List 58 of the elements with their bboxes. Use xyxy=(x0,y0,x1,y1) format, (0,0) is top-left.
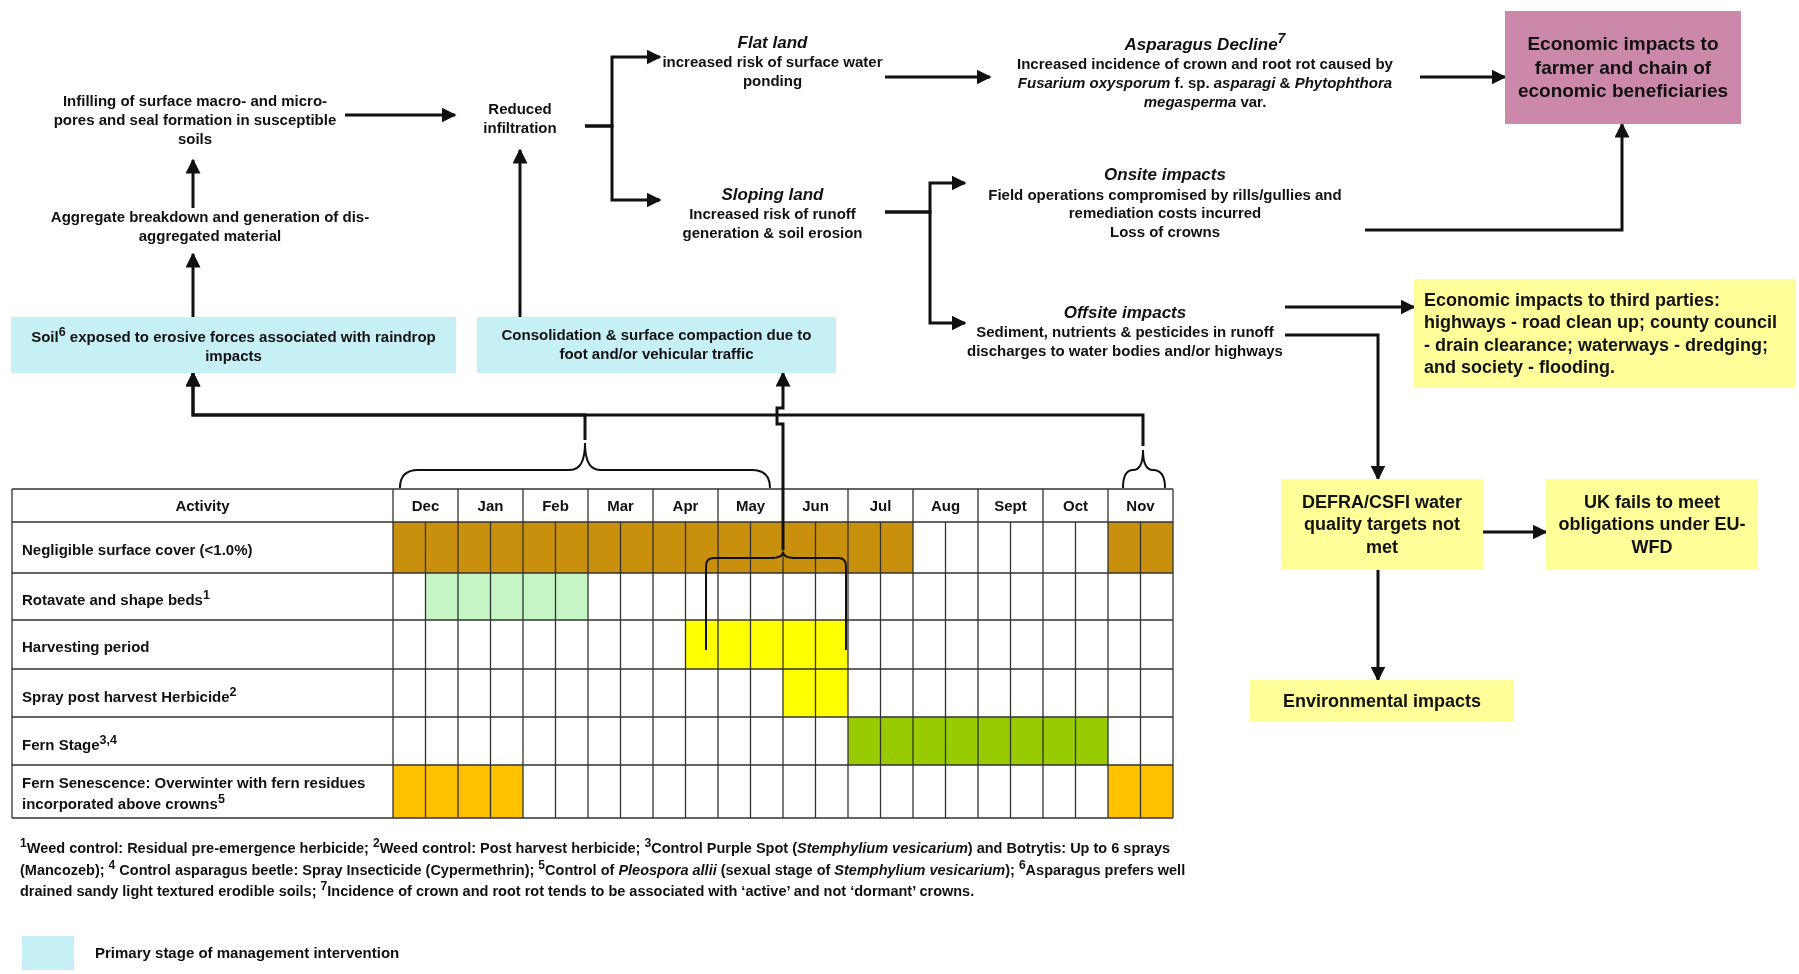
column-header: May xyxy=(735,496,766,515)
flow-text: Infilling of surface macro- and micro-pores and seal formation in susceptible soils xyxy=(45,92,345,149)
column-header: Feb xyxy=(542,496,569,515)
arrow xyxy=(885,69,992,85)
arrow xyxy=(775,371,791,550)
column-header: Aug xyxy=(930,496,961,515)
arrow xyxy=(1420,69,1507,85)
row-label: Negligible surface cover (<1.0%) xyxy=(22,540,253,559)
column-header: Jan xyxy=(477,496,504,515)
heading: Offsite impacts xyxy=(1063,301,1187,323)
impact-box: Environmental impacts xyxy=(1250,680,1514,722)
column-header: Activity xyxy=(175,496,230,515)
heading: Asparagus Decline$^{7}$ xyxy=(1124,30,1286,56)
impact-box: UK fails to meet obligations under EU-WFD xyxy=(1546,479,1758,570)
arrow xyxy=(1285,299,1416,315)
column-header: Sept xyxy=(994,496,1027,515)
footnote-text: $^{1}$Weed control: Residual pre-emergence herbicide; $^{2}$Weed control: Post harvest herbicide; $^{3}$Control Purple Spot (Stemphylium vesicarium) and Botrytis: Up to 6 sprays (Mancozeb); $^{4}$ Control asparagus beetle: Spray Insecticide (Cypermethrin); $^{5}$Control of Pleospora allii (sexual stage of Stemphylium vesicarium); $^{6}$Asparagus prefers well drained sandy light textured erodible soils; $^{7}$Incidence of crown and root rot tends to be associated with ‘active’ and not ‘dormant’ crowns. xyxy=(20,836,1187,901)
curly-bracket xyxy=(397,440,773,490)
intervention-box: Soil$^{6}$ exposed to erosive forces associated with raindrop impacts xyxy=(11,317,456,373)
arrow xyxy=(512,148,528,317)
arrow xyxy=(585,124,662,208)
row-label: Fern Senescence: Overwinter with fern residues incorporated above crowns$^{5}$ xyxy=(22,774,367,813)
heading: Flat land xyxy=(737,31,808,53)
description: Field operations compromised by rills/gullies and remediation costs incurred xyxy=(987,185,1343,223)
impact-box: Economic impacts to farmer and chain of economic beneficiaries xyxy=(1505,11,1741,124)
row-label: Fern Stage$^{3,4}$ xyxy=(22,732,117,754)
intervention-box: Consolidation & surface compaction due to foot and/or vehicular traffic xyxy=(477,317,836,373)
legend-label: Primary stage of management intervention xyxy=(95,944,400,961)
heading: Sloping land xyxy=(721,183,824,205)
row-label: Spray post harvest Herbicide$^{2}$ xyxy=(22,684,237,706)
arrow xyxy=(885,210,967,331)
column-header: Mar xyxy=(607,496,634,515)
row-label: Harvesting period xyxy=(22,637,150,656)
column-header: Dec xyxy=(411,496,440,515)
arrow xyxy=(345,107,457,123)
column-header: Jul xyxy=(869,496,892,515)
row-label: Rotavate and shape beds$^{1}$ xyxy=(22,588,210,609)
description: Loss of crowns xyxy=(1110,223,1220,242)
column-header: Apr xyxy=(672,496,699,515)
arrow xyxy=(1365,122,1630,232)
arrow xyxy=(1370,570,1386,682)
arrow xyxy=(1285,333,1386,481)
column-header: Oct xyxy=(1063,496,1088,515)
description: Increased risk of runoff generation & soil erosion xyxy=(681,204,864,243)
heading: Onsite impacts xyxy=(1104,164,1226,186)
arrow xyxy=(185,252,201,317)
arrow xyxy=(185,158,201,208)
impact-box: Economic impacts to third parties: highways - road clean up; county council - drain clearance; waterways - dredging; and society - flooding. xyxy=(1414,279,1796,388)
flow-text: Aggregate breakdown and generation of dis-aggregated material xyxy=(35,208,385,246)
impact-box: DEFRA/CSFI water quality targets not met xyxy=(1281,479,1483,570)
description: increased risk of surface water ponding xyxy=(661,52,884,91)
description: Increased incidence of crown and root rot caused by Fusarium oxysporum f. sp. asparagi & Phytophthora megasperma var. xyxy=(1016,55,1394,112)
flow-text: Reduced infiltration xyxy=(455,100,585,138)
description: Sediment, nutrients & pesticides in runoff discharges to water bodies and/or highways xyxy=(966,322,1284,361)
arrow xyxy=(185,371,1145,446)
arrow xyxy=(1483,524,1548,540)
column-header: Jun xyxy=(802,496,829,515)
column-header: Nov xyxy=(1126,496,1155,515)
